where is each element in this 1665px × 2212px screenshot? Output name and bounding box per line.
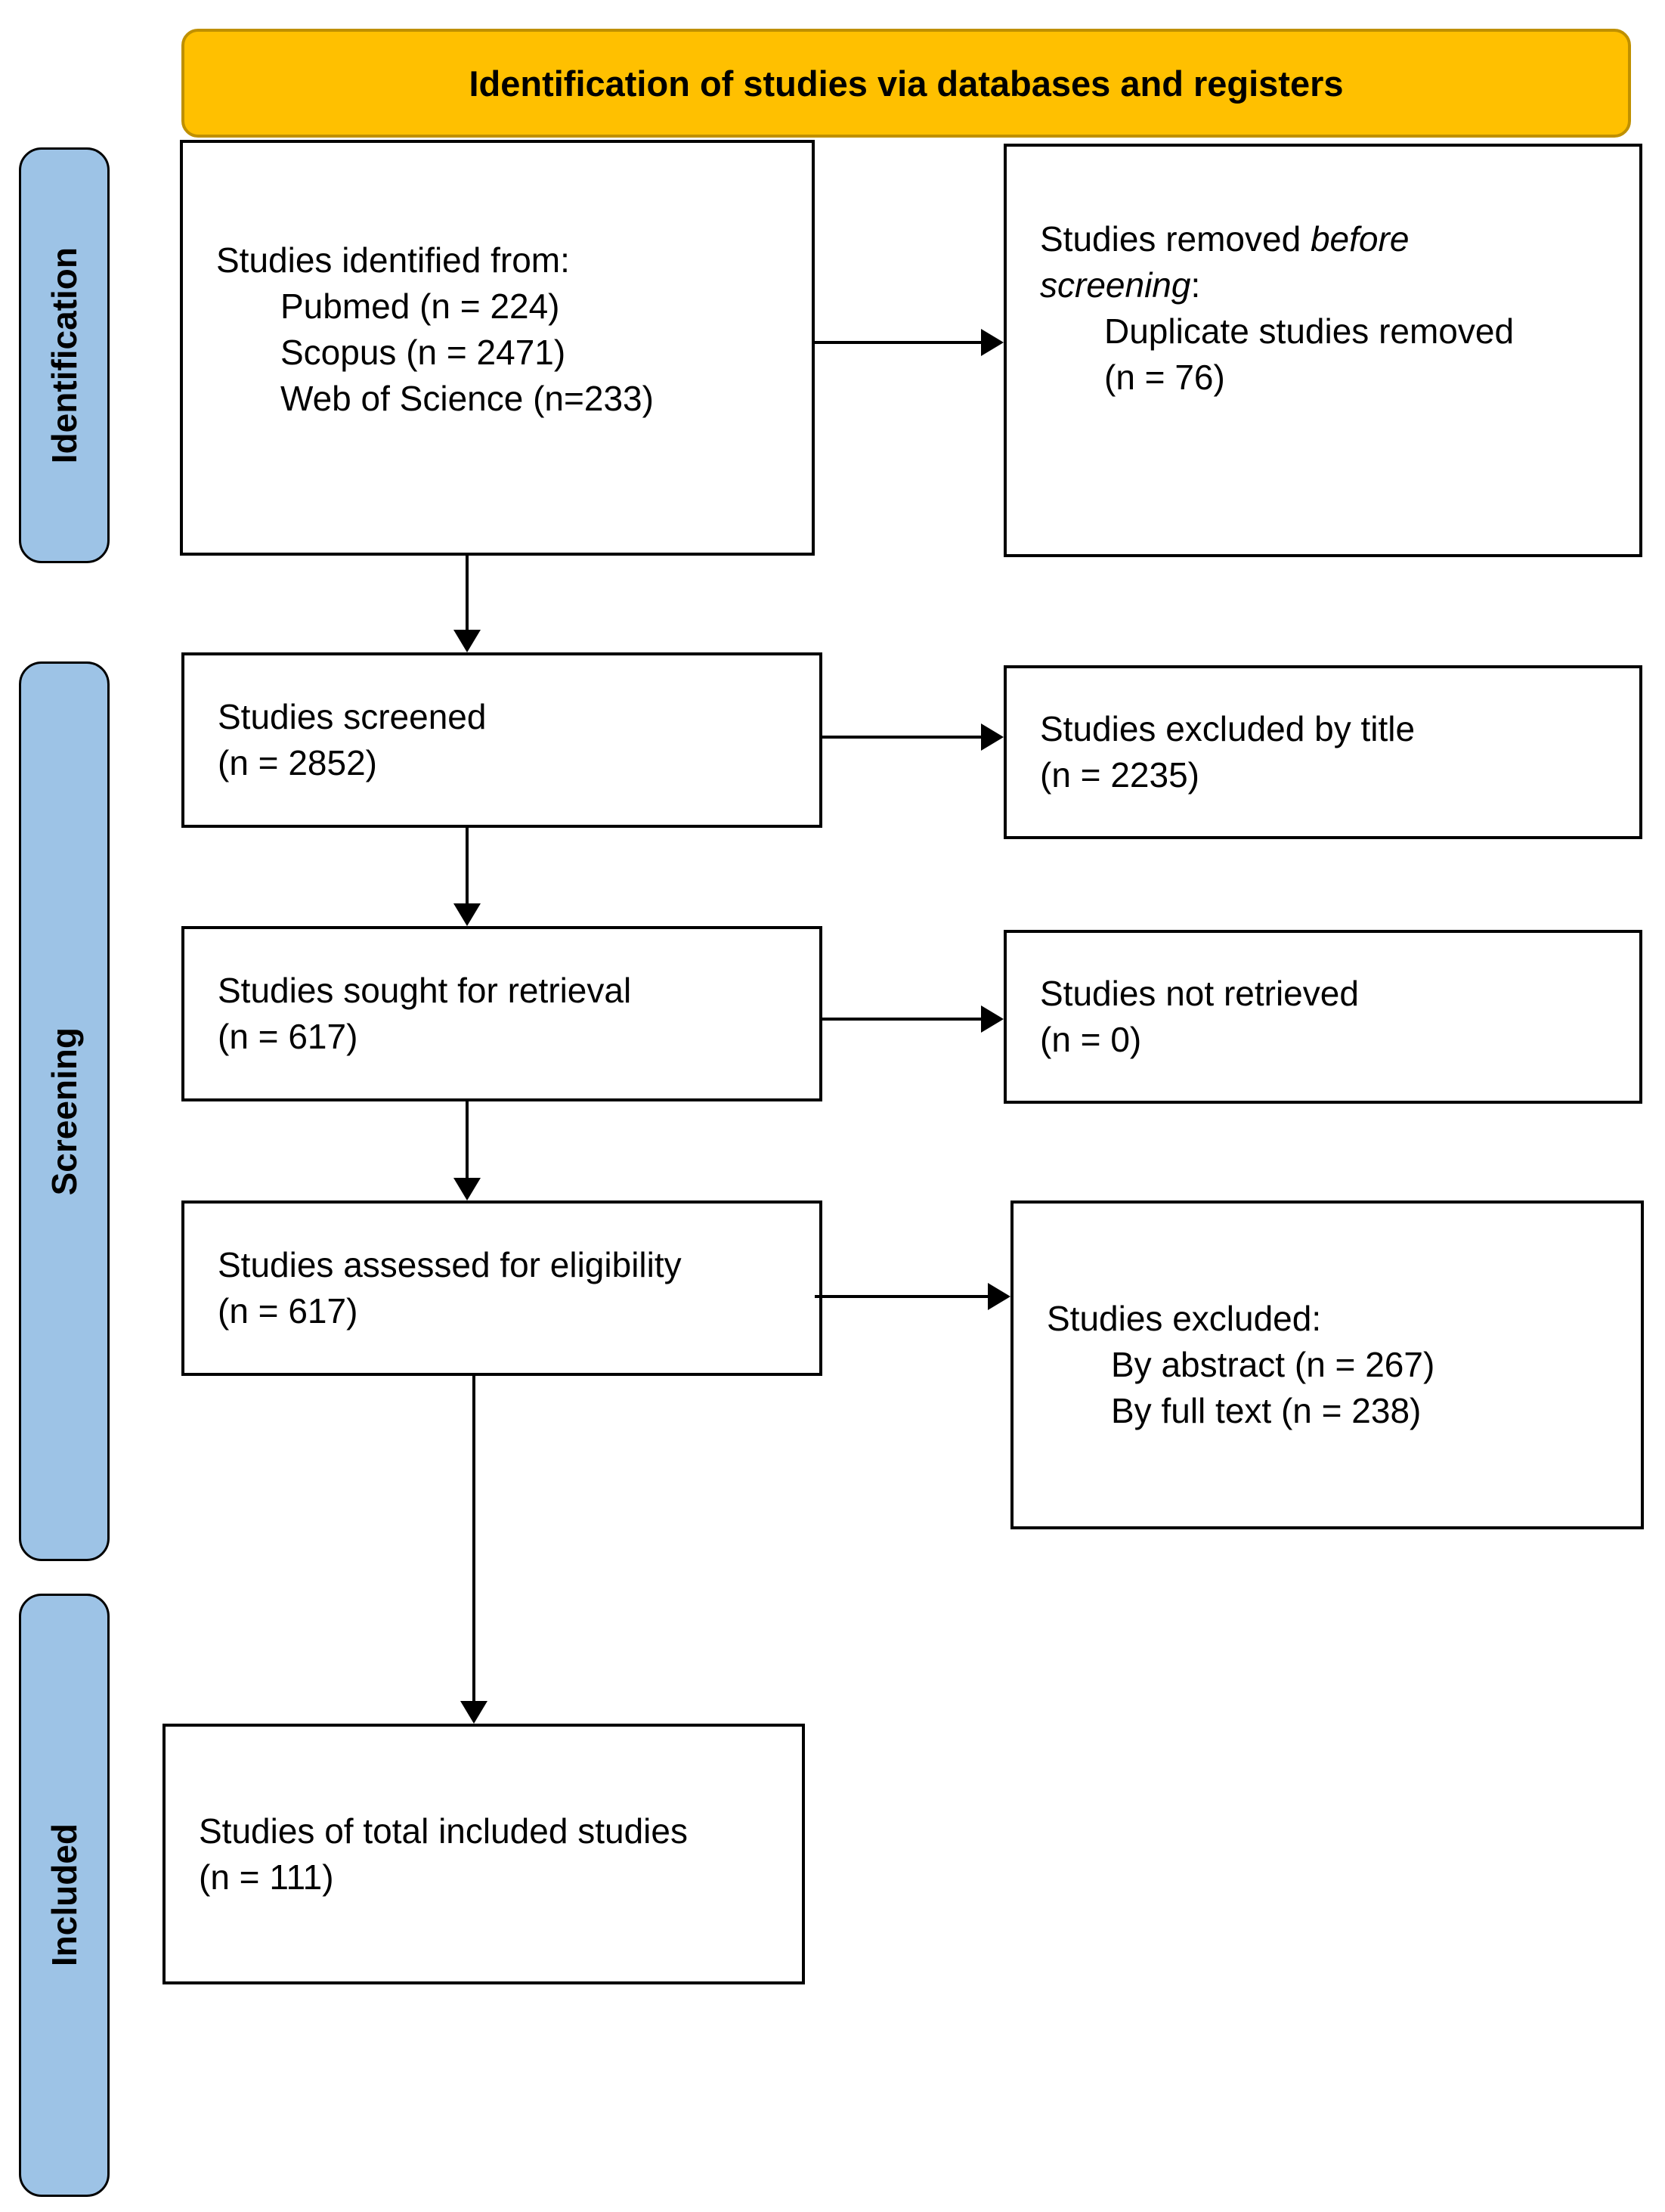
box-studies-excluded-text: Studies excluded: By abstract (n = 267) … (1014, 1296, 1447, 1434)
excluded-title-count: (n = 2235) (1040, 755, 1199, 795)
phase-bar-screening: Screening (19, 661, 110, 1561)
excluded-title-line: Studies excluded by title (1040, 709, 1416, 748)
box-not-retrieved: Studies not retrieved (n = 0) (1004, 930, 1642, 1104)
box-studies-screened-text: Studies screened (n = 2852) (184, 694, 498, 786)
box-sought-retrieval-text: Studies sought for retrieval (n = 617) (184, 968, 643, 1060)
not-retrieved-count: (n = 0) (1040, 1020, 1142, 1059)
box-studies-excluded: Studies excluded: By abstract (n = 267) … (1010, 1200, 1644, 1529)
phase-label-included: Included (45, 1823, 84, 1967)
studies-excluded-title: Studies excluded: (1047, 1299, 1322, 1338)
box-assessed-eligibility-text: Studies assessed for eligibility (n = 61… (184, 1242, 694, 1334)
not-retrieved-line: Studies not retrieved (1040, 974, 1359, 1013)
included-line: Studies of total included studies (199, 1811, 688, 1851)
assessed-count: (n = 617) (218, 1291, 358, 1331)
identified-source-pubmed: Pubmed (n = 224) (280, 287, 560, 326)
assessed-line: Studies assessed for eligibility (218, 1245, 682, 1284)
banner-title: Identification of studies via databases … (181, 29, 1631, 138)
phase-label-screening: Screening (45, 1027, 84, 1196)
excluded-by-fulltext: By full text (n = 238) (1111, 1391, 1422, 1430)
box-studies-identified: Studies identified from: Pubmed (n = 224… (180, 140, 815, 556)
box-excluded-by-title-text: Studies excluded by title (n = 2235) (1007, 706, 1427, 798)
box-studies-screened: Studies screened (n = 2852) (181, 652, 822, 828)
screened-line: Studies screened (218, 697, 487, 736)
box-total-included-text: Studies of total included studies (n = 1… (166, 1808, 700, 1901)
box-assessed-eligibility: Studies assessed for eligibility (n = 61… (181, 1200, 822, 1376)
sought-line: Studies sought for retrieval (218, 971, 632, 1010)
box-sought-retrieval: Studies sought for retrieval (n = 617) (181, 926, 822, 1101)
box-not-retrieved-text: Studies not retrieved (n = 0) (1007, 971, 1371, 1063)
box-excluded-by-title: Studies excluded by title (n = 2235) (1004, 665, 1642, 839)
sought-count: (n = 617) (218, 1017, 358, 1056)
excluded-by-abstract: By abstract (n = 267) (1111, 1345, 1435, 1384)
screened-count: (n = 2852) (218, 743, 377, 782)
removed-duplicates-count: (n = 76) (1104, 357, 1225, 397)
phase-label-identification: Identification (45, 246, 84, 464)
identified-title: Studies identified from: (216, 240, 570, 280)
included-count: (n = 111) (199, 1857, 334, 1897)
identified-source-wos: Web of Science (n=233) (280, 379, 654, 418)
removed-duplicates-line: Duplicate studies removed (1104, 311, 1515, 351)
box-total-included: Studies of total included studies (n = 1… (162, 1724, 805, 1984)
identified-source-scopus: Scopus (n = 2471) (280, 333, 566, 372)
box-studies-identified-text: Studies identified from: Pubmed (n = 224… (183, 237, 666, 422)
phase-bar-identification: Identification (19, 147, 110, 563)
phase-bar-included: Included (19, 1594, 110, 2197)
